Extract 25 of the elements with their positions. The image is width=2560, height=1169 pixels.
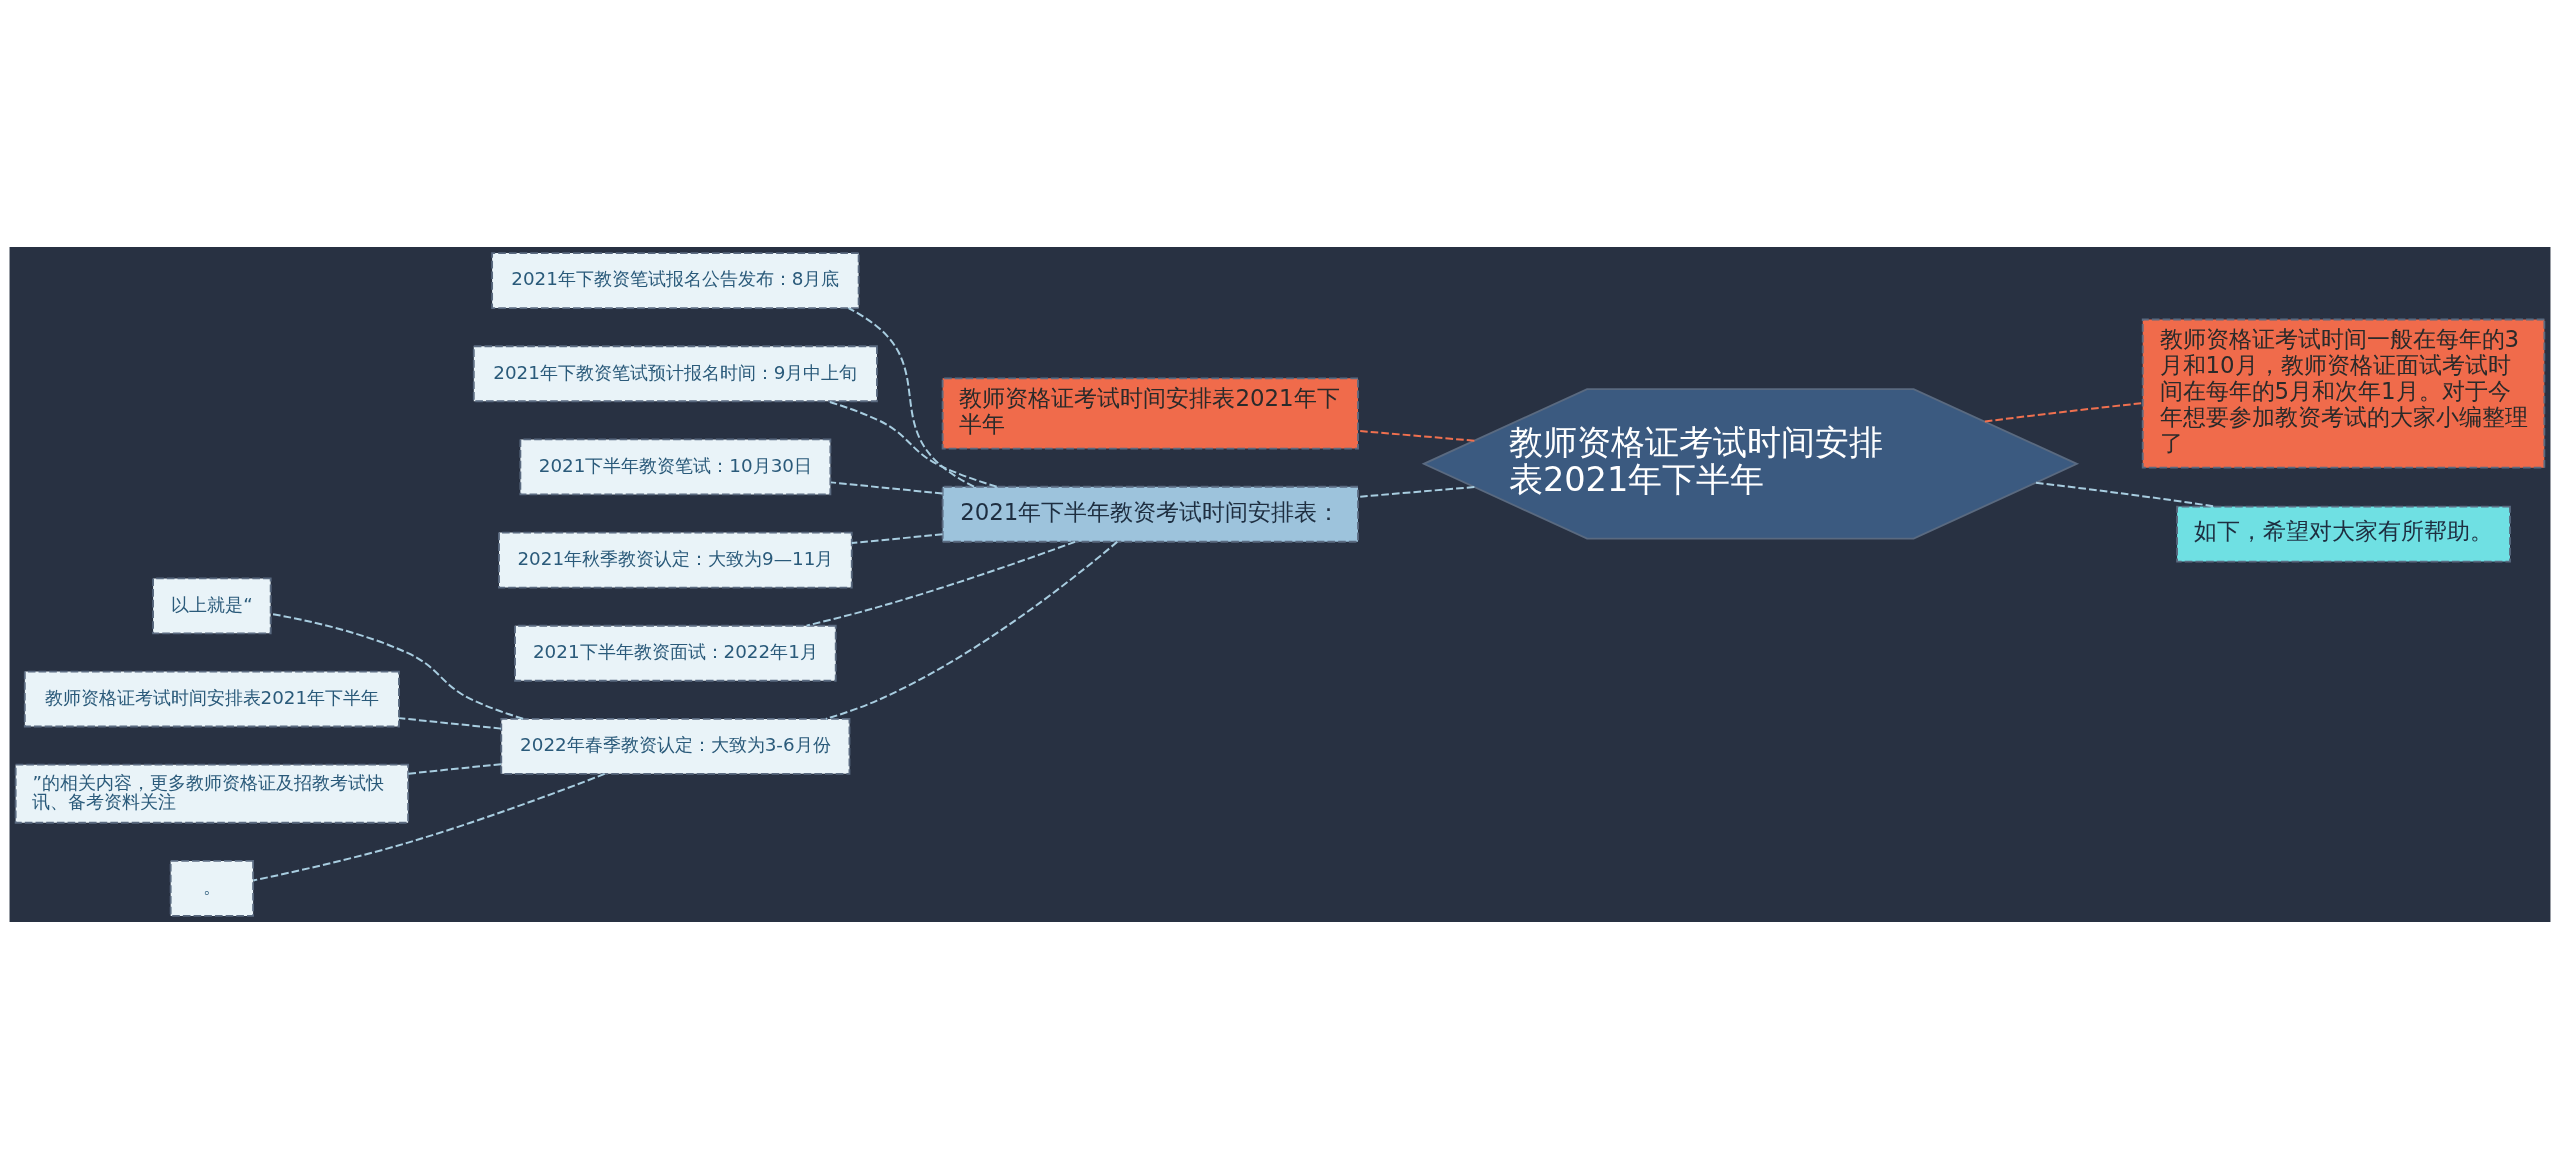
node-box: 教师资格证考试时间安排表2021年下半年 <box>23 670 400 728</box>
node-box: 以上就是“ <box>152 577 272 635</box>
node-box: 。 <box>169 860 255 917</box>
connector <box>1357 486 1476 498</box>
connector <box>805 540 1077 627</box>
node-box: ”的相关内容，更多教师资格证及招教考试快讯、备考资料关注 <box>14 763 410 824</box>
node-box: 如下，希望对大家有所帮助。 <box>2176 505 2511 563</box>
node-box: 教师资格证考试时间安排表2021年下半年 <box>941 377 1359 450</box>
connector <box>1983 402 2144 423</box>
connector <box>398 717 503 730</box>
node-box: 2021下半年教资面试：2022年1月 <box>514 624 837 682</box>
node-box: 2022年春季教资认定：大致为3-6月份 <box>500 717 851 775</box>
connector <box>829 481 944 495</box>
node-box: 2021年秋季教资认定：大致为9—11月 <box>498 531 853 589</box>
node-box: 2021年下教资笔试报名公告发布：8月底 <box>491 252 860 309</box>
connector <box>407 763 503 775</box>
connector <box>824 540 1119 720</box>
connector <box>1357 429 1476 442</box>
node-box: 教师资格证考试时间一般在每年的3月和10月，教师资格证面试考试时间在每年的5月和次年1月。对于今年想要参加教资考试的大家小编整理了 <box>2141 318 2546 469</box>
connector <box>850 533 944 545</box>
connector <box>847 307 975 488</box>
node-box: 2021年下教资笔试预计报名时间：9月中上旬 <box>472 345 878 403</box>
node-box: 2021下半年教资笔试：10月30日 <box>519 438 832 496</box>
node-box: 2021年下半年教资考试时间安排表： <box>941 485 1359 543</box>
connector <box>252 772 606 882</box>
